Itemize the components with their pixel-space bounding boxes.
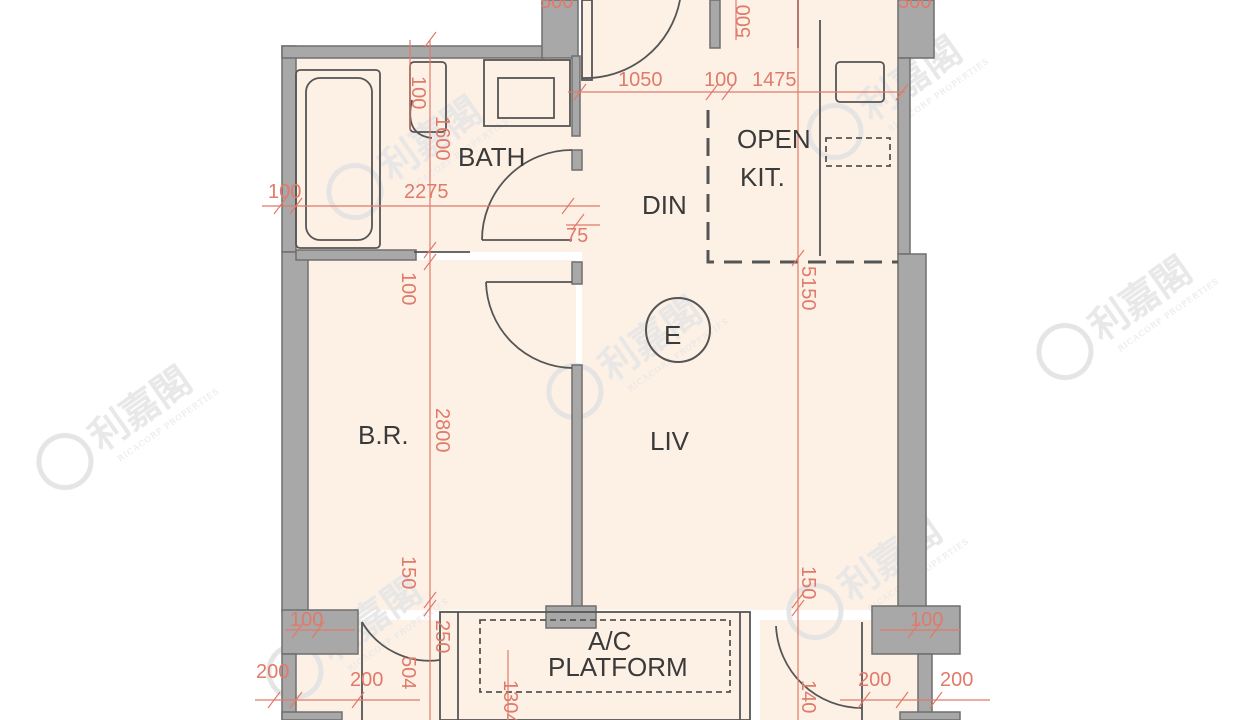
room-label-bath: BATH bbox=[458, 142, 525, 172]
dim-100-toilet: 100 bbox=[407, 76, 429, 109]
walls bbox=[281, 0, 961, 720]
dim-200-c: 200 bbox=[858, 669, 891, 691]
dim-100-bottom-left: 100 bbox=[290, 609, 323, 631]
dim-100-top: 100 bbox=[704, 69, 737, 91]
dim-2275: 2275 bbox=[404, 181, 449, 203]
dim-500-left: 500 bbox=[540, 0, 573, 13]
room-labels: BATH DIN OPEN KIT. B.R. LIV A/C PLATFORM… bbox=[358, 124, 811, 682]
dim-1304: 1304 bbox=[499, 680, 521, 720]
dim-250: 250 bbox=[431, 620, 453, 653]
dim-150-left: 150 bbox=[397, 556, 419, 589]
dim-100-mid: 100 bbox=[397, 272, 419, 305]
dim-100-bottom-right: 100 bbox=[910, 609, 943, 631]
dim-1050: 1050 bbox=[618, 69, 663, 91]
dimension-lines bbox=[255, 0, 990, 720]
room-label-open-kit-line1: OPEN bbox=[737, 124, 811, 154]
dim-2800: 2800 bbox=[431, 408, 453, 453]
dim-200-d: 200 bbox=[940, 669, 973, 691]
dim-500-middle: 500 bbox=[733, 5, 755, 38]
dim-150-right: 150 bbox=[797, 566, 819, 599]
room-label-ac-line1: A/C bbox=[588, 626, 631, 656]
dim-504: 504 bbox=[397, 656, 419, 689]
dim-1600: 1600 bbox=[431, 116, 453, 161]
dim-100-left: 100 bbox=[268, 181, 301, 203]
dim-1475: 1475 bbox=[752, 69, 797, 91]
dim-200-a: 200 bbox=[256, 661, 289, 683]
dim-200-b: 200 bbox=[350, 669, 383, 691]
room-label-din: DIN bbox=[642, 190, 687, 220]
dim-140: 140 bbox=[797, 680, 819, 713]
room-label-ac-line2: PLATFORM bbox=[548, 652, 688, 682]
room-label-liv: LIV bbox=[650, 426, 690, 456]
room-label-br: B.R. bbox=[358, 420, 409, 450]
dim-500-right: 500 bbox=[898, 0, 931, 13]
room-label-open-kit-line2: KIT. bbox=[740, 162, 785, 192]
dimension-labels: 500 500 500 1050 100 1475 100 1600 100 2… bbox=[256, 0, 973, 720]
dim-75: 75 bbox=[566, 225, 588, 247]
dim-5150: 5150 bbox=[797, 266, 819, 311]
unit-label: E bbox=[664, 320, 681, 350]
